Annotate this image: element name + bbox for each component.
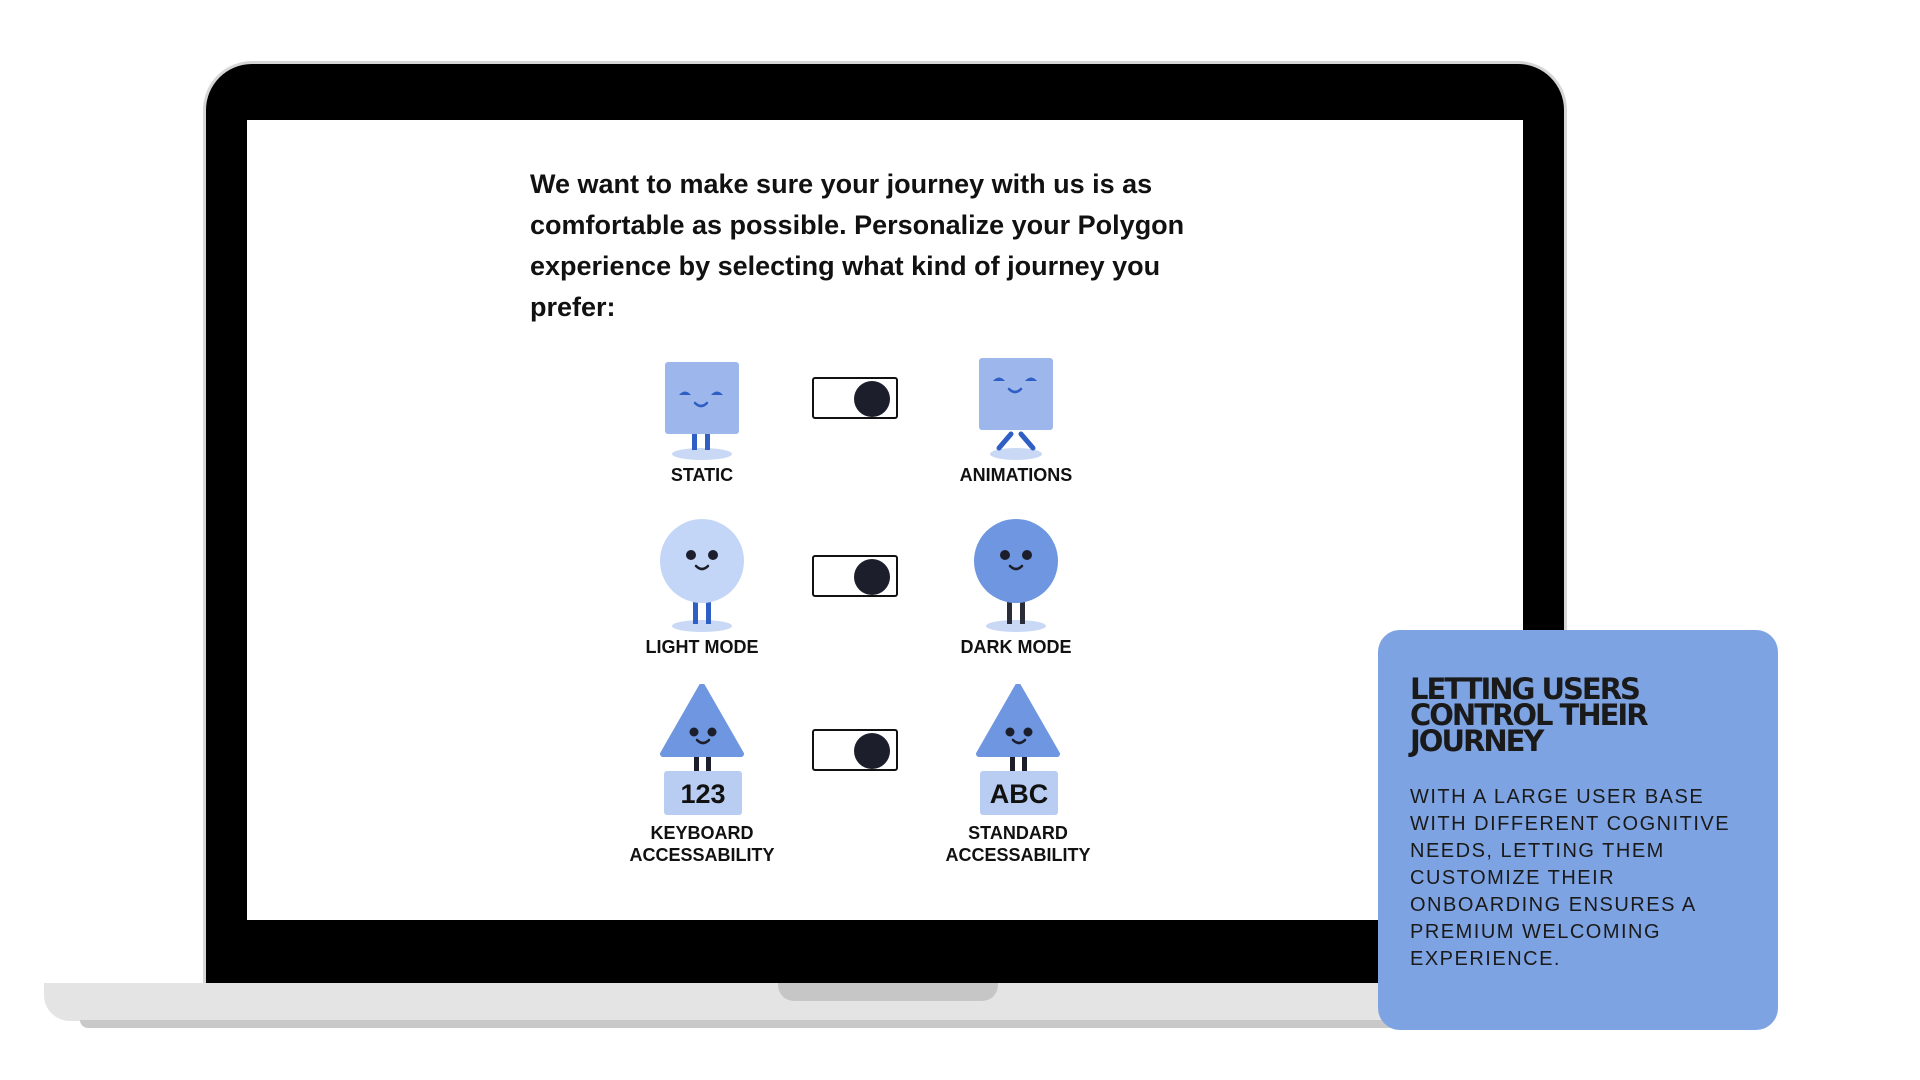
triangle-character-keyboard-icon: 123 — [660, 684, 744, 815]
option-label: KEYBOARD ACCESSABILITY — [629, 823, 775, 865]
toggle-keyboard-standard[interactable] — [812, 729, 898, 771]
toggle-knob — [854, 733, 890, 769]
toggle-knob — [854, 559, 890, 595]
square-character-static-icon — [665, 362, 739, 460]
option-standard-accessability[interactable]: ABC STANDARD ACCESSABILITY — [908, 684, 1128, 866]
square-character-animated-icon — [979, 358, 1053, 460]
option-label: LIGHT MODE — [645, 637, 759, 657]
option-light-mode[interactable]: LIGHT MODE — [592, 518, 812, 658]
option-label: STANDARD ACCESSABILITY — [945, 823, 1091, 865]
option-animations[interactable]: ANIMATIONS — [906, 356, 1126, 486]
toggle-light-dark[interactable] — [812, 555, 898, 597]
circle-character-light-icon — [660, 519, 744, 632]
standard-badge-text: ABC — [990, 779, 1049, 809]
laptop-notch — [778, 983, 998, 1001]
option-dark-mode[interactable]: DARK MODE — [906, 518, 1126, 658]
info-card: LETTING USERS CONTROL THEIR JOURNEY WITH… — [1378, 630, 1778, 1030]
laptop-screen — [247, 120, 1523, 920]
laptop-base-shadow — [80, 1020, 1690, 1028]
info-card-title: LETTING USERS CONTROL THEIR JOURNEY — [1410, 672, 1649, 758]
option-static[interactable]: STATIC — [592, 360, 812, 486]
option-label: STATIC — [670, 465, 734, 485]
option-label: DARK MODE — [960, 637, 1072, 657]
intro-text: We want to make sure your journey with u… — [530, 169, 1185, 322]
toggle-static-animations[interactable] — [812, 377, 898, 419]
circle-character-dark-icon — [974, 519, 1058, 632]
keyboard-badge-text: 123 — [680, 779, 725, 809]
option-keyboard-accessability[interactable]: 123 KEYBOARD ACCESSABILITY — [592, 684, 812, 866]
option-label: ANIMATIONS — [959, 465, 1073, 485]
toggle-knob — [854, 381, 890, 417]
info-card-body: WITH A LARGE USER BASE WITH DIFFERENT CO… — [1410, 786, 1731, 970]
triangle-character-standard-icon: ABC — [976, 684, 1060, 815]
